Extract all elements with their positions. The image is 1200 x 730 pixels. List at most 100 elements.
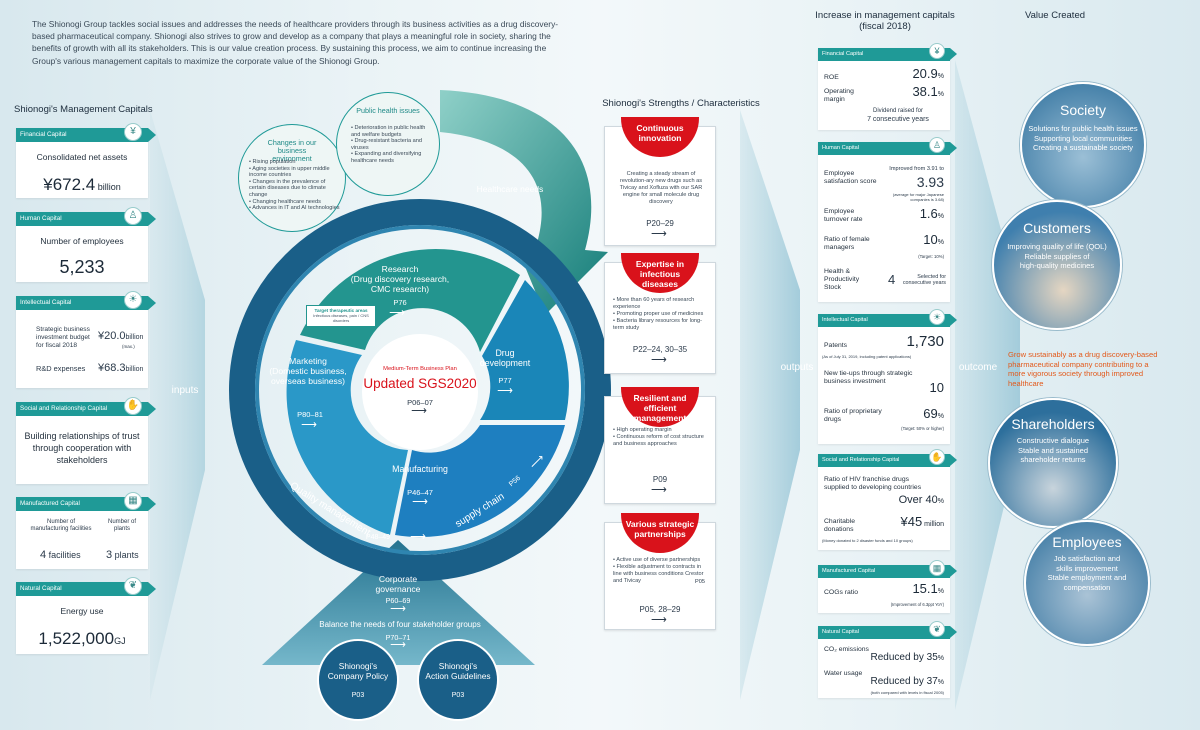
- plants-unit: plants: [112, 550, 139, 560]
- strength-arrow-icon: ⟶: [651, 614, 667, 626]
- outcome-label: outcome: [958, 362, 998, 373]
- donations-note: (Money donated to 2 disaster funds and 1…: [822, 538, 913, 543]
- patents-value: 1,730: [906, 333, 944, 350]
- investment-value: ¥20.0: [98, 330, 126, 342]
- strength-management: Resilient and efficient management • Hig…: [604, 387, 716, 504]
- balance-label: Balance the needs of four stakeholder gr…: [319, 620, 481, 629]
- strength-partnerships: Various strategic partnerships • Active …: [604, 513, 716, 630]
- tieups-value: 10: [929, 380, 944, 395]
- strength-title: Various strategic partnerships: [621, 513, 699, 553]
- card-header: Financial Capital: [818, 48, 957, 61]
- research-arrow-icon: ⟶: [389, 307, 405, 319]
- card-social-increase: Social and Relationship Capital ✋ Ratio …: [818, 449, 957, 550]
- female-label: Ratio of female managers: [824, 236, 870, 251]
- card-header: Social and Relationship Capital: [16, 402, 156, 416]
- turnover-label: Employee turnover rate: [824, 208, 863, 223]
- facilities-unit: facilities: [46, 550, 81, 560]
- list-item: Advances in IT and AI technologies: [249, 205, 341, 212]
- strength-innovation: Continuous innovation Creating a steady …: [604, 117, 716, 246]
- triangle-circle-left: [317, 639, 399, 721]
- dividend-label: Dividend raised for: [872, 108, 924, 114]
- strength-infectious: Expertise in infectious diseases • More …: [604, 253, 716, 374]
- company-policy-page: P03: [351, 692, 365, 699]
- leaf-icon: ❦: [124, 577, 142, 595]
- water-label: Water usage: [824, 670, 863, 677]
- card-header: Manufactured Capital: [818, 565, 957, 578]
- leaf-icon: ❦: [929, 621, 945, 637]
- satisfaction-note: Improved from 3.91 to: [889, 166, 944, 172]
- strength-list: • More than 60 years of research experie…: [613, 297, 704, 331]
- wheel-outer-ring: [229, 199, 611, 581]
- society-title: Society: [1060, 102, 1106, 118]
- donations-unit: million: [922, 521, 944, 528]
- turnover-value: 1.6: [919, 206, 938, 221]
- net-assets-unit: billion: [95, 182, 121, 192]
- governance-arrow-icon: ⟶: [390, 603, 406, 615]
- card-natural-increase: Natural Capital ❦ CO₂ emissions Reduced …: [818, 621, 957, 698]
- balance-arrow-icon: ⟶: [390, 639, 406, 651]
- card-header: Natural Capital: [818, 626, 957, 639]
- facilities-value: 4: [40, 549, 47, 561]
- list-item: Drug-resistant bacteria and viruses: [351, 138, 431, 151]
- strengths-title: Shionogi's Strengths / Characteristics: [602, 98, 760, 109]
- strength-arrow-icon: ⟶: [651, 484, 667, 496]
- society-bubble: Society Solutions for public health issu…: [1020, 82, 1146, 208]
- proprietary-target: (Target: 50% or higher): [901, 426, 944, 431]
- target-title: Target therapeutic areas: [314, 308, 368, 313]
- cogs-value: 15.1: [912, 581, 938, 596]
- strength-text: Creating a steady stream of revolution-a…: [619, 171, 703, 205]
- hiv-value: Over 40: [898, 494, 938, 506]
- coins-icon: ¥: [124, 123, 142, 141]
- list-item: Changing healthcare needs: [249, 199, 341, 206]
- wheel-center: [362, 334, 478, 450]
- balance-page: P70–71: [385, 633, 411, 642]
- plants-value: 3: [106, 549, 113, 561]
- quality-arrow-icon: ⟶: [410, 531, 426, 543]
- customers-title: Customers: [1023, 220, 1091, 236]
- card-manufactured-capital: Manufactured Capital ▦ Number of manufac…: [16, 492, 156, 569]
- inputs-flow: [150, 110, 205, 700]
- sgs2020-label: Updated SGS2020: [363, 376, 477, 391]
- investment-note: (max.): [122, 344, 135, 349]
- triangle-circle-right: [417, 639, 499, 721]
- card-header: Manufactured Capital: [16, 497, 156, 511]
- healthcare-needs-label: Healthcare needs: [476, 184, 544, 194]
- energy-unit: GJ: [114, 636, 126, 646]
- society-sub: Solutions for public health issues Suppo…: [1028, 124, 1138, 152]
- female-target: (Target: 10%): [918, 254, 944, 259]
- governance-label: Corporate governance: [375, 574, 421, 594]
- handshake-icon: ✋: [124, 397, 142, 415]
- patents-label: Patents: [824, 342, 848, 349]
- investment-label: Strategic business investment budget for…: [36, 326, 90, 349]
- op-value: 38.1: [912, 84, 938, 99]
- segment-manufacturing: [395, 425, 565, 538]
- manufacturing-label: Manufacturing: [392, 464, 448, 474]
- plan-label: Medium-Term Business Plan: [383, 366, 457, 372]
- handshake-icon: ✋: [929, 449, 945, 465]
- female-value: 10: [923, 232, 938, 247]
- env-list: Rising populationAging societies in uppe…: [249, 159, 341, 212]
- shareholders-bubble: Shareholders Constructive dialogue Stabl…: [988, 398, 1118, 528]
- strength-page: P22–24, 30–35: [632, 345, 688, 354]
- strength-title: Continuous innovation: [621, 117, 699, 157]
- health-value: 4: [888, 272, 896, 287]
- manufacturing-page: P46–47: [407, 488, 433, 497]
- rd-value: ¥68.3: [98, 362, 126, 374]
- health-label: Health & Productivity Stock: [824, 268, 860, 291]
- rd-label: R&D expenses: [36, 364, 86, 373]
- person-icon: ♙: [929, 137, 945, 153]
- public-title: Public health issues: [356, 106, 420, 115]
- water-value: Reduced by 37: [870, 676, 938, 687]
- energy-label: Energy use: [60, 606, 104, 616]
- employees-sub: Job satisfaction and skills improvement …: [1047, 554, 1127, 592]
- segment-development: [480, 280, 569, 420]
- card-social-capital: Social and Relationship Capital ✋ Buildi…: [16, 397, 156, 484]
- company-policy-label: Shionogi's Company Policy: [327, 661, 389, 681]
- card-natural-capital: Natural Capital ❦ Energy use 1,522,000GJ: [16, 577, 156, 654]
- card-financial-capital: Financial Capital ¥ Consolidated net ass…: [16, 123, 156, 198]
- co2-label: CO₂ emissions: [824, 646, 869, 653]
- customers-bubble: Customers Improving quality of life (QOL…: [992, 200, 1122, 330]
